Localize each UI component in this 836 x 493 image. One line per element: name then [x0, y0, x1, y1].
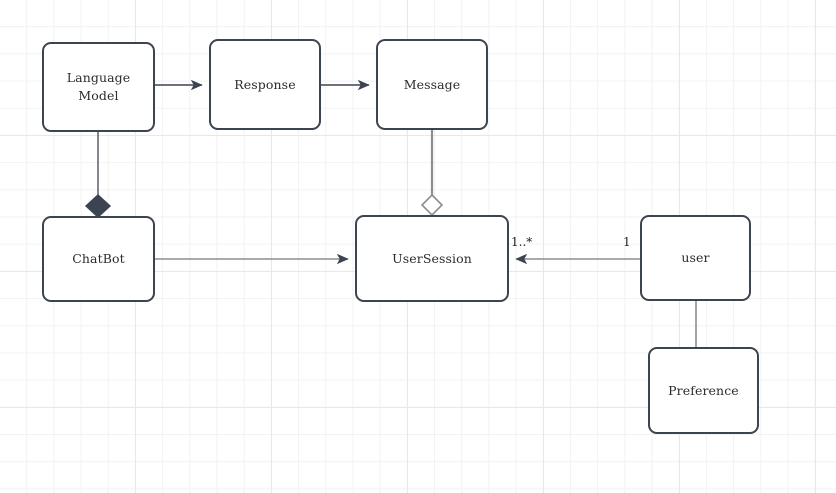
node-language-model[interactable]: Language Model: [42, 42, 155, 132]
node-message[interactable]: Message: [376, 39, 488, 130]
node-label-language-model: Language Model: [66, 70, 131, 103]
node-chatbot[interactable]: ChatBot: [42, 216, 155, 302]
edge-message-to-usersession: [420, 130, 444, 217]
node-label-usersession: UserSession: [392, 250, 472, 266]
node-label-chatbot: ChatBot: [72, 251, 125, 267]
edge-language-model-to-chatbot: [84, 132, 112, 218]
node-label-response: Response: [234, 76, 296, 92]
node-label-user: user: [681, 250, 710, 266]
node-user[interactable]: user: [640, 215, 751, 301]
edge-label-user-multiplicity: 1: [623, 235, 631, 249]
node-label-preference: Preference: [668, 382, 739, 398]
edge-label-usersession-multiplicity: 1..*: [511, 235, 533, 249]
hollow-diamond-marker: [420, 193, 444, 217]
node-usersession[interactable]: UserSession: [355, 215, 509, 302]
filled-diamond-marker: [84, 194, 112, 218]
node-label-message: Message: [403, 76, 461, 92]
node-response[interactable]: Response: [209, 39, 321, 130]
node-preference[interactable]: Preference: [648, 347, 759, 434]
